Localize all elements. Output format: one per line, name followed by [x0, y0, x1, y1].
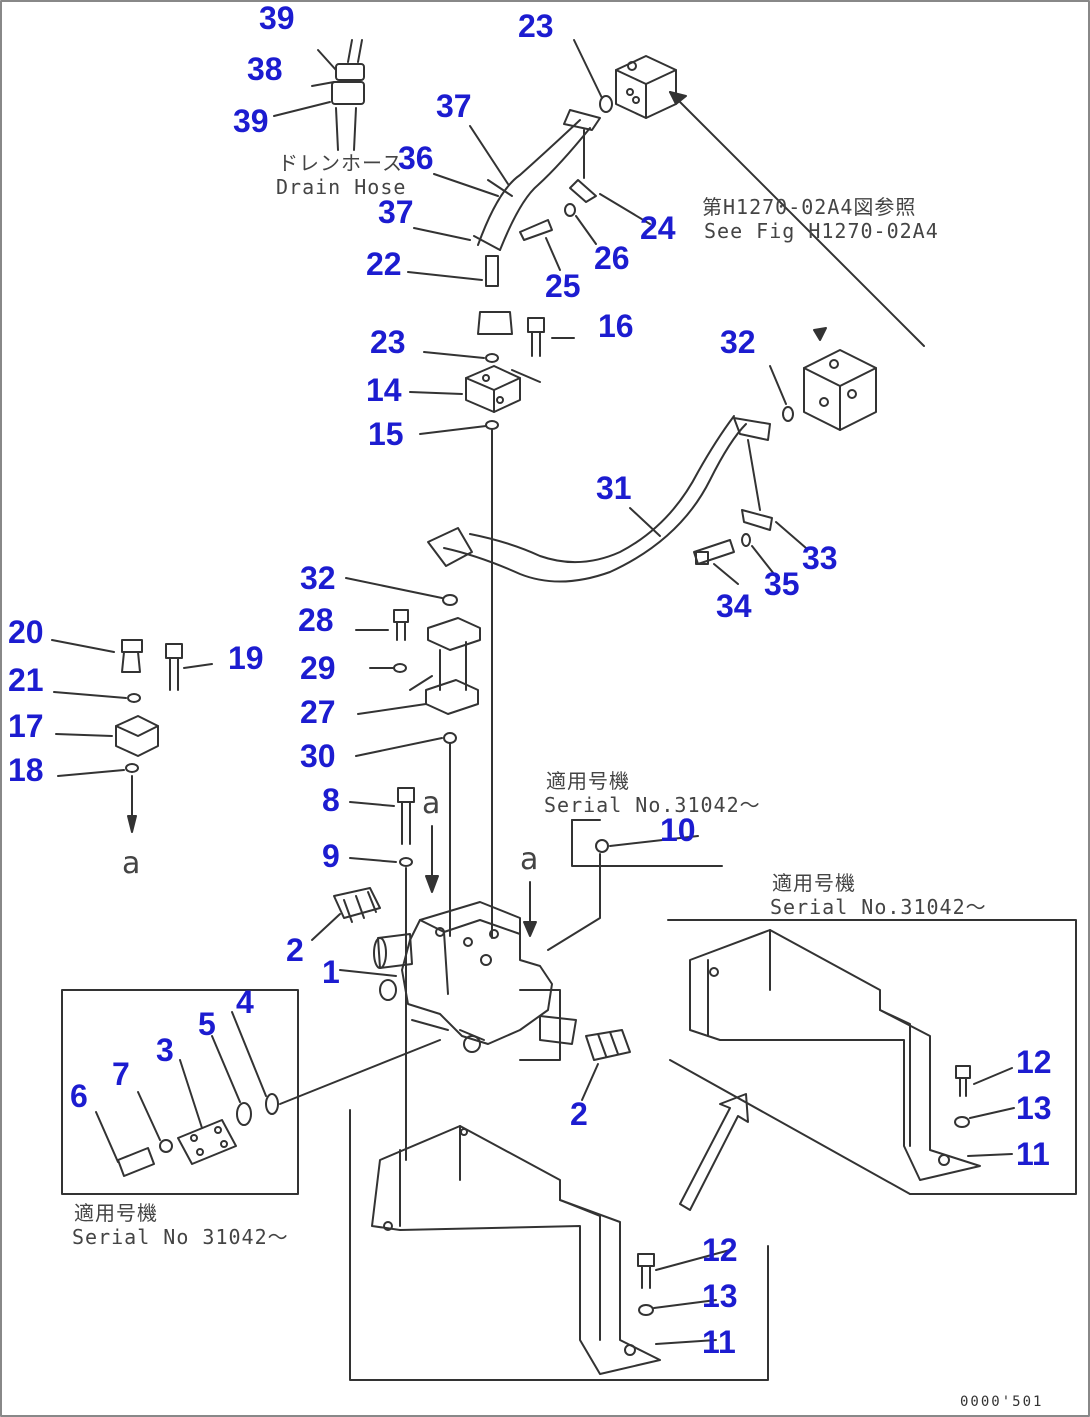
note-see-fig-jp: 第H1270-02A4図参照 — [702, 195, 917, 219]
callout-4: 4 — [236, 984, 254, 1020]
reference-a-center: a — [422, 786, 441, 821]
callout-29: 29 — [300, 650, 336, 686]
callout-23: 23 — [370, 324, 406, 360]
cover-plate-3 — [177, 1119, 237, 1165]
note-serial-valve-en: Serial No.31042～ — [544, 793, 761, 817]
callout-19: 19 — [228, 640, 264, 676]
callout-13: 13 — [1016, 1090, 1052, 1126]
hose-31 — [427, 415, 773, 583]
callout-33: 33 — [802, 540, 838, 576]
callout-1: 1 — [322, 954, 340, 990]
callout-22: 22 — [366, 246, 402, 282]
callout-38: 38 — [247, 51, 283, 87]
block-17 — [115, 639, 183, 827]
callout-11: 11 — [702, 1324, 736, 1360]
block-top — [615, 55, 677, 119]
callout-16: 16 — [598, 308, 634, 344]
callout-39: 39 — [259, 0, 295, 36]
callout-30: 30 — [300, 738, 336, 774]
callout-9: 9 — [322, 838, 340, 874]
callout-37: 37 — [436, 88, 472, 124]
note-drain-hose-jp: ドレンホース — [278, 151, 403, 175]
callout-18: 18 — [8, 752, 44, 788]
callout-32: 32 — [300, 560, 336, 596]
callout-28: 28 — [298, 602, 334, 638]
callout-24: 24 — [640, 210, 676, 246]
callout-34: 34 — [716, 588, 752, 624]
callout-32: 32 — [720, 324, 756, 360]
callout-20: 20 — [8, 614, 44, 650]
reference-a-left: a — [122, 846, 141, 881]
callout-17: 17 — [8, 708, 44, 744]
hose-36 — [473, 109, 601, 335]
callout-3: 3 — [156, 1032, 174, 1068]
callout-8: 8 — [322, 782, 340, 818]
callout-14: 14 — [366, 372, 402, 408]
callout-31: 31 — [596, 470, 632, 506]
mounting-bracket-lower — [371, 1125, 661, 1375]
callout-2: 2 — [286, 932, 304, 968]
note-serial-bracket-en: Serial No.31042～ — [770, 895, 987, 919]
block-right — [803, 349, 877, 431]
block-14 — [465, 365, 521, 413]
callout-37: 37 — [378, 194, 414, 230]
callout-6: 6 — [70, 1078, 88, 1114]
figure-id: 0000'501 — [960, 1394, 1044, 1410]
note-see-fig-en: See Fig H1270-02A4 — [704, 219, 939, 243]
drain-hose-fitting — [331, 39, 365, 151]
callout-12: 12 — [1016, 1044, 1052, 1080]
note-serial-bracket-jp: 適用号機 — [772, 871, 856, 895]
valve-body-1 — [373, 901, 577, 1061]
callout-26: 26 — [594, 240, 630, 276]
callout-36: 36 — [398, 140, 434, 176]
callout-13: 13 — [702, 1278, 738, 1314]
callout-11: 11 — [1016, 1136, 1050, 1172]
callout-21: 21 — [8, 662, 44, 698]
flange-27 — [425, 617, 481, 715]
fitting-2-left — [333, 887, 381, 923]
callout-12: 12 — [702, 1232, 738, 1268]
callout-2: 2 — [570, 1096, 588, 1132]
note-serial-cover-jp: 適用号機 — [74, 1201, 158, 1225]
note-serial-valve-jp: 適用号機 — [546, 769, 630, 793]
callout-7: 7 — [112, 1056, 130, 1092]
callout-10: 10 — [660, 812, 696, 848]
callout-25: 25 — [545, 268, 581, 304]
callout-15: 15 — [368, 416, 404, 452]
mounting-bracket-upper — [689, 929, 981, 1181]
note-drain-hose-en: Drain Hose — [276, 175, 407, 199]
callout-23: 23 — [518, 8, 554, 44]
callout-27: 27 — [300, 694, 336, 730]
callout-5: 5 — [198, 1006, 216, 1042]
reference-a-right: a — [520, 842, 539, 877]
fitting-2-right — [585, 1029, 631, 1061]
note-serial-cover-en: Serial No 31042～ — [72, 1225, 289, 1249]
callout-39: 39 — [233, 103, 269, 139]
callout-35: 35 — [764, 566, 800, 602]
